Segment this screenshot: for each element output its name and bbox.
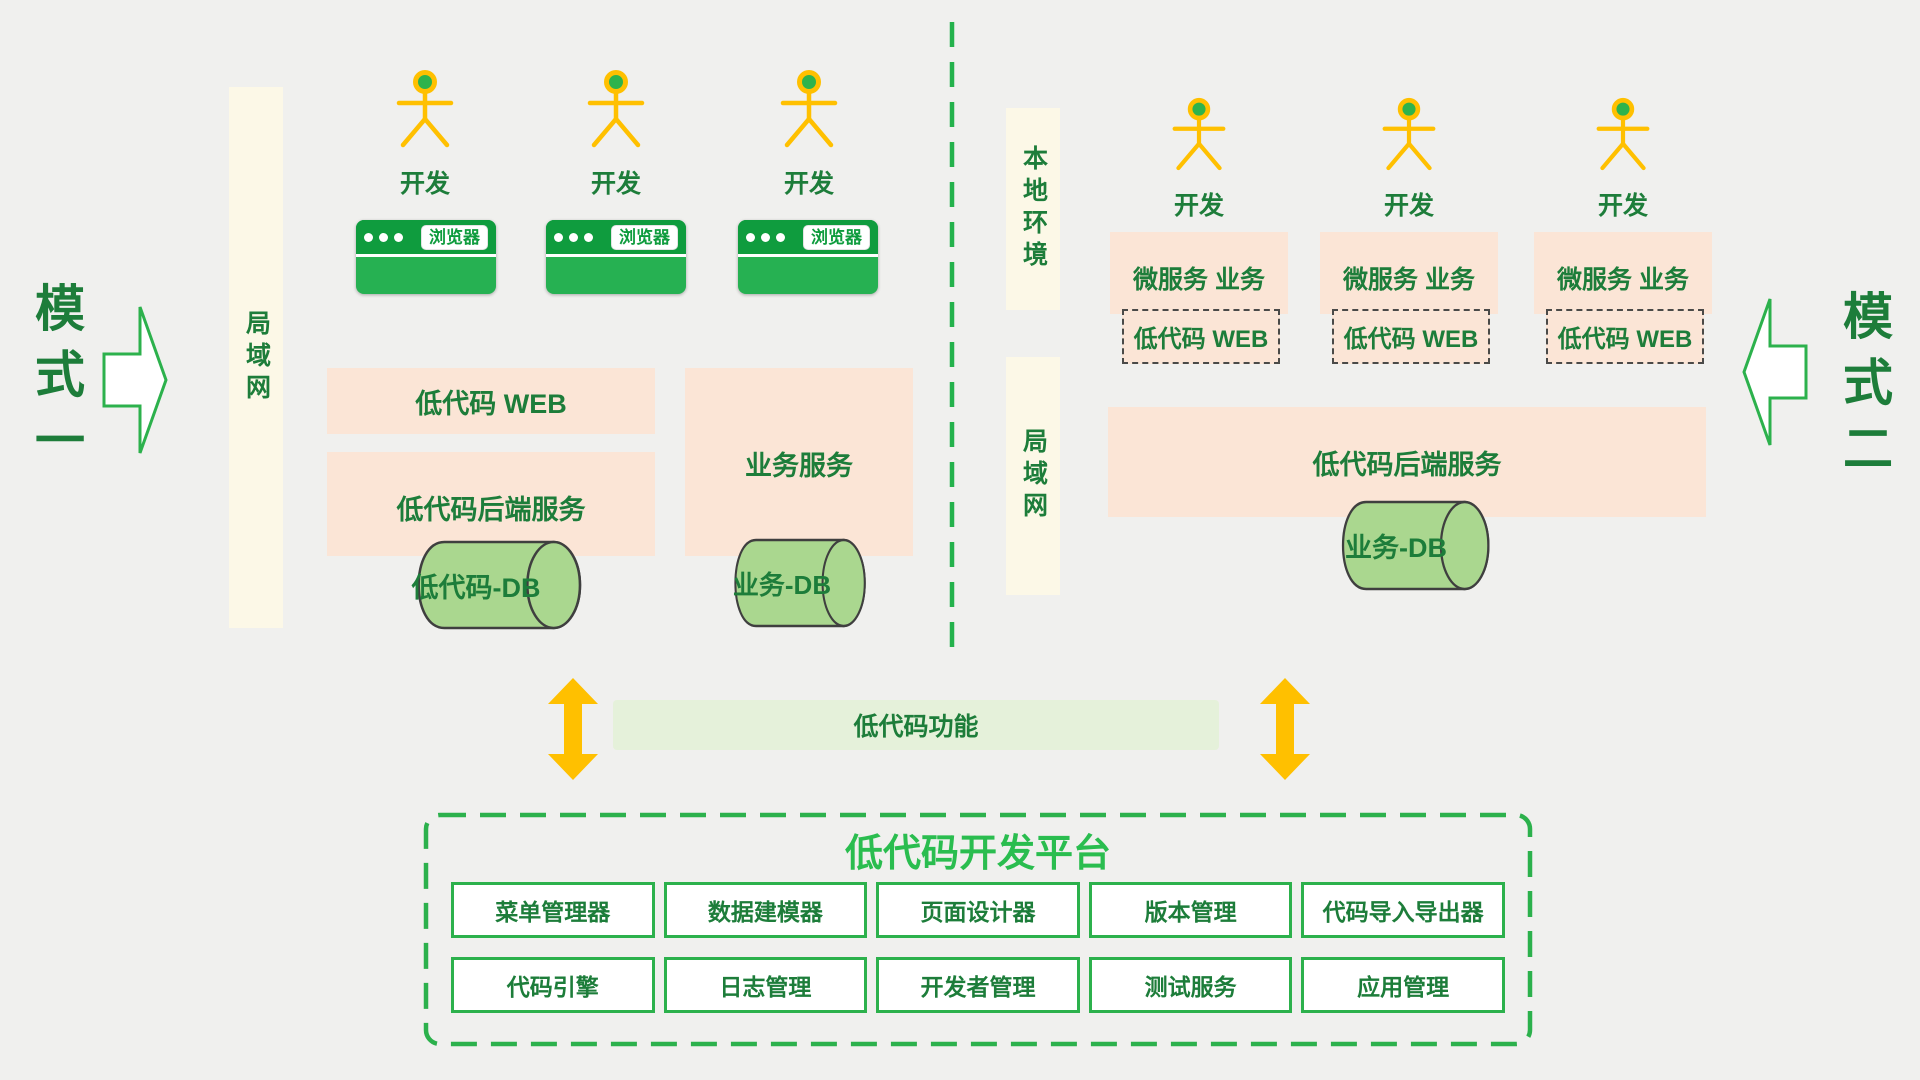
database-cylinder-icon xyxy=(417,540,582,630)
mode-two-arrow-icon xyxy=(1742,298,1808,446)
module-version-manager: 版本管理 xyxy=(1088,882,1293,938)
cylinder-label: 低代码-DB xyxy=(411,572,541,603)
mode-one-arrow-icon xyxy=(102,306,168,454)
business-db-cylinder-left: 业务-DB xyxy=(722,538,868,628)
module-data-modeler: 数据建模器 xyxy=(663,882,868,938)
module-app-manager: 应用管理 xyxy=(1301,957,1505,1013)
mode-one-label: 模式一 xyxy=(28,282,84,480)
lowcode-backend-box: 低代码后端服务 xyxy=(327,452,655,556)
lowcode-web-dashed-box-3: 低代码 WEB xyxy=(1546,309,1704,364)
browser-window-3: 浏览器 xyxy=(738,220,878,294)
right-lowcode-backend-box: 低代码后端服务 xyxy=(1108,407,1706,517)
center-divider-dashed-line xyxy=(949,22,955,662)
developer-label: 开发 xyxy=(399,170,450,198)
browser-label: 浏览器 xyxy=(421,224,488,250)
cylinder-label: 业务-DB xyxy=(732,569,832,600)
module-test-service: 测试服务 xyxy=(1088,957,1293,1013)
module-log-manager: 日志管理 xyxy=(663,957,868,1013)
local-env-label: 本地环境 xyxy=(1019,145,1048,273)
lowcode-db-cylinder: 低代码-DB xyxy=(402,540,584,630)
browser-dots-icon xyxy=(364,232,403,242)
left-developer-3: 开发 xyxy=(759,68,859,200)
microservice-box-2: 微服务 业务 xyxy=(1320,232,1498,314)
developer-icon xyxy=(396,70,454,148)
developer-label: 开发 xyxy=(1597,192,1648,220)
browser-dots-icon xyxy=(554,232,593,242)
microservice-box-3: 微服务 业务 xyxy=(1534,232,1712,314)
platform-module-row-1: 菜单管理器 数据建模器 页面设计器 版本管理 代码导入导出器 xyxy=(451,882,1505,938)
module-code-import-export: 代码导入导出器 xyxy=(1301,882,1505,938)
right-developer-2: 开发 xyxy=(1359,96,1459,222)
local-env-bar: 本地环境 xyxy=(1006,108,1060,310)
browser-window-1: 浏览器 xyxy=(356,220,496,294)
mode-two-label: 模式二 xyxy=(1836,290,1892,488)
developer-icon xyxy=(587,70,645,148)
database-cylinder-icon xyxy=(734,538,866,628)
developer-icon xyxy=(780,70,838,148)
developer-icon xyxy=(1596,97,1650,171)
platform-dashed-border xyxy=(423,812,1533,1047)
left-developer-1: 开发 xyxy=(375,68,475,200)
module-code-engine: 代码引擎 xyxy=(451,957,655,1013)
left-lan-bar: 局域网 xyxy=(229,87,283,628)
platform-module-row-2: 代码引擎 日志管理 开发者管理 测试服务 应用管理 xyxy=(451,957,1505,1013)
business-db-cylinder-right: 业务-DB xyxy=(1328,500,1492,591)
lowcode-platform-panel: 低代码开发平台 菜单管理器 数据建模器 页面设计器 版本管理 代码导入导出器 代… xyxy=(423,812,1533,1047)
platform-title: 低代码开发平台 xyxy=(844,833,1111,875)
double-arrow-icon xyxy=(1260,678,1310,780)
module-menu-manager: 菜单管理器 xyxy=(451,882,655,938)
developer-label: 开发 xyxy=(590,170,641,198)
developer-label: 开发 xyxy=(1383,192,1434,220)
business-service-box: 业务服务 xyxy=(685,368,913,556)
lowcode-function-box: 低代码功能 xyxy=(613,700,1219,750)
browser-label: 浏览器 xyxy=(803,224,870,250)
lowcode-web-box: 低代码 WEB xyxy=(327,368,655,434)
developer-label: 开发 xyxy=(1173,192,1224,220)
right-developer-1: 开发 xyxy=(1149,96,1249,222)
browser-label: 浏览器 xyxy=(611,224,678,250)
lowcode-web-dashed-box-2: 低代码 WEB xyxy=(1332,309,1490,364)
browser-window-2: 浏览器 xyxy=(546,220,686,294)
developer-icon xyxy=(1382,97,1436,171)
lowcode-web-dashed-box-1: 低代码 WEB xyxy=(1122,309,1280,364)
database-cylinder-icon xyxy=(1342,500,1490,591)
module-developer-manager: 开发者管理 xyxy=(876,957,1080,1013)
browser-titlebar: 浏览器 xyxy=(738,220,878,257)
browser-titlebar: 浏览器 xyxy=(356,220,496,257)
right-lan-bar: 局域网 xyxy=(1006,357,1060,595)
right-developer-3: 开发 xyxy=(1573,96,1673,222)
browser-dots-icon xyxy=(746,232,785,242)
cylinder-label: 业务-DB xyxy=(1345,533,1447,563)
right-lan-label: 局域网 xyxy=(1019,428,1048,524)
left-developer-2: 开发 xyxy=(566,68,666,200)
developer-icon xyxy=(1172,97,1226,171)
left-lan-label: 局域网 xyxy=(242,309,271,406)
microservice-box-1: 微服务 业务 xyxy=(1110,232,1288,314)
double-arrow-icon xyxy=(548,678,598,780)
developer-label: 开发 xyxy=(783,170,834,198)
browser-titlebar: 浏览器 xyxy=(546,220,686,257)
module-page-designer: 页面设计器 xyxy=(876,882,1080,938)
